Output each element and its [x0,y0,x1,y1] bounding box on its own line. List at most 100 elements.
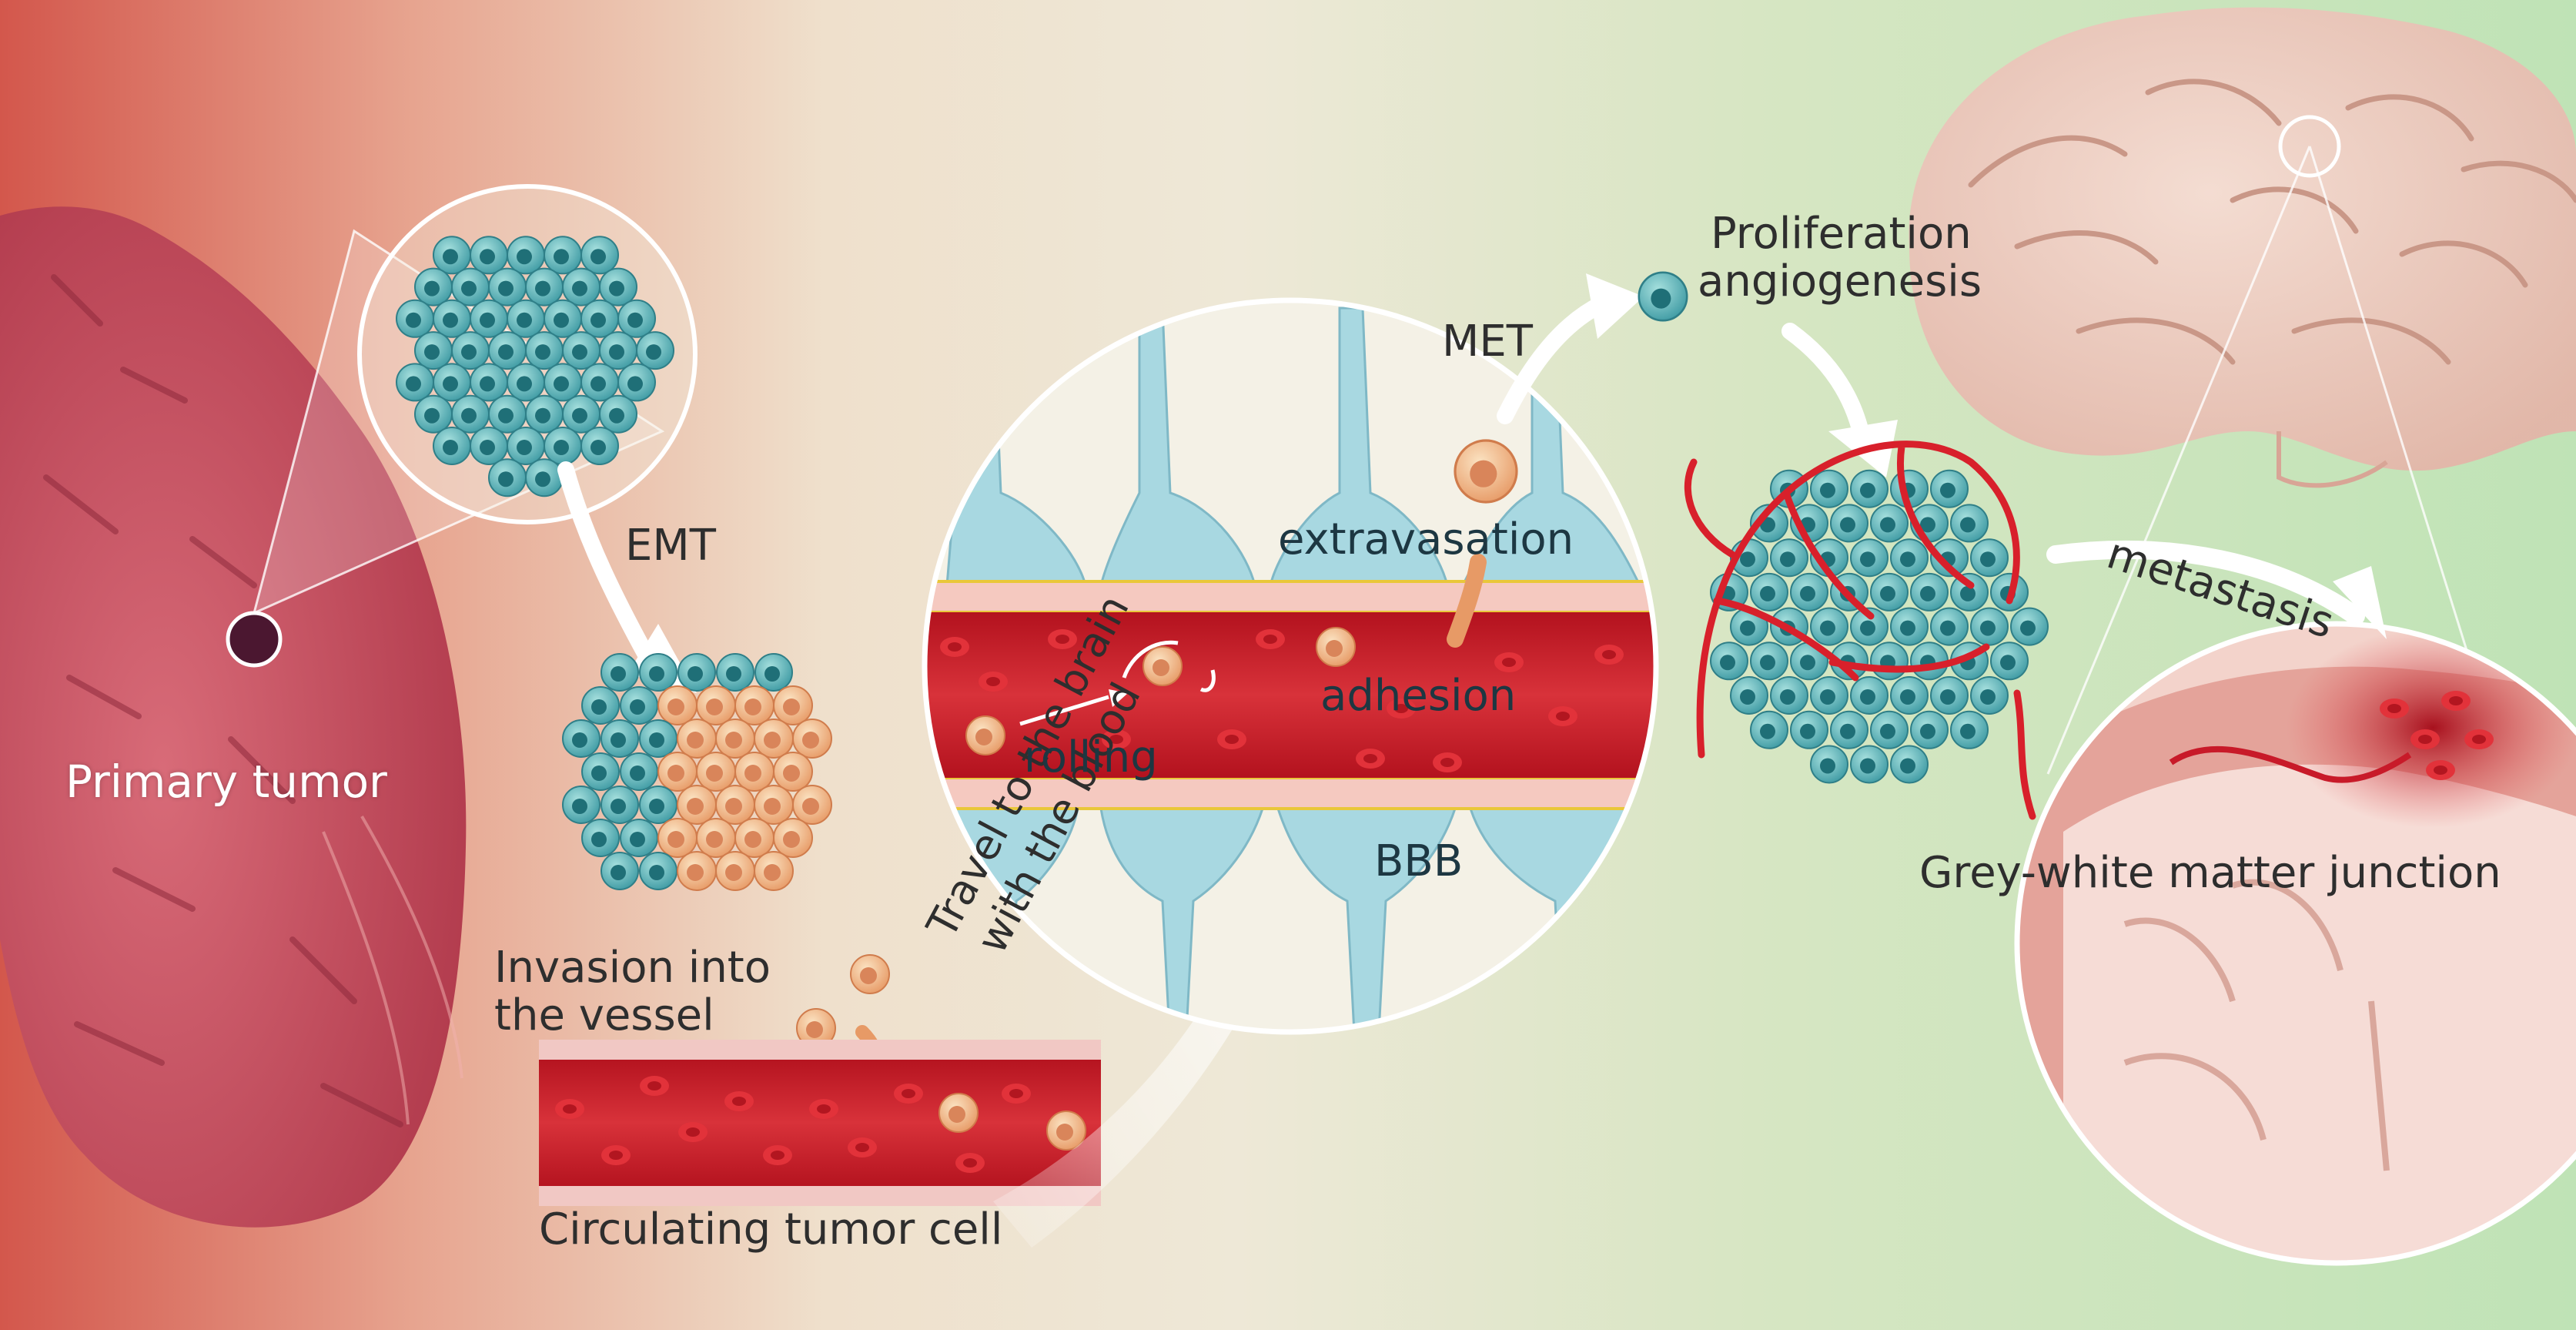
tumor-cell [1810,469,1848,508]
tumor-cell [525,331,564,370]
tumor-cell [1830,504,1868,543]
tumor-cell [1810,676,1848,715]
tumor-cell [488,331,527,370]
tumor-cell [470,236,508,275]
tumor-cell [562,331,601,370]
tumor-cell [773,818,813,858]
tumor-cell [620,686,658,725]
tumor-cell [1770,676,1808,715]
label-invasion-line2: the vessel [494,990,714,1040]
tumor-cell [1850,676,1889,715]
red-blood-cell [2380,699,2409,719]
angiogenesis-cluster [1684,441,2049,820]
tumor-cell [620,752,658,791]
tumor-cell [562,786,601,824]
tumor-cell [562,267,601,307]
label-proliferation-line2: angiogenesis [1698,256,1982,307]
tumor-cell [696,818,736,858]
label-rolling: rolling [1024,732,1158,782]
tumor-cell [414,394,453,434]
tumor-cell [715,785,755,825]
tumor-cell [544,236,582,275]
tumor-cell [601,852,639,890]
tumor-cell [507,236,545,275]
tumor-cell [488,267,527,307]
tumor-cell [525,267,564,307]
red-blood-cell [1256,629,1285,649]
blood-brain-barrier-icon [925,300,1656,1032]
tumor-cell [507,299,545,338]
red-blood-cell [2410,729,2440,749]
tumor-cell [1870,710,1909,749]
red-blood-cell [640,1076,669,1096]
tumor-cell [1830,710,1868,749]
tumor-cell [1790,710,1828,749]
tumor-cell [1930,607,1969,646]
tumor-cell [1950,572,1989,611]
tumor-cell [1910,710,1949,749]
tumor-cell [525,458,564,497]
tumor-cell [773,685,813,725]
label-primary-tumor: Primary tumor [65,755,387,808]
lung-tissue-icon [0,206,467,1228]
tumor-cell [601,719,639,758]
tumor-cell [544,299,582,338]
label-circulating-tumor-cell: Circulating tumor cell [539,1204,1003,1255]
red-blood-cell [1217,729,1246,749]
tumor-cell [562,394,601,434]
tumor-cell [1990,642,2029,681]
tumor-cell [414,267,453,307]
tumor-cell [754,785,794,825]
brain-icon [1909,7,2576,488]
tumor-cell [639,653,677,692]
tumor-cell [507,363,545,402]
tumor-cell [1930,469,1969,508]
red-blood-cell [2426,760,2455,780]
tumor-cell [433,427,471,465]
tumor-cell [562,719,601,758]
red-blood-cell [601,1145,631,1165]
tumor-cell [636,331,674,370]
tumor-cell [1890,676,1929,715]
tumor-cell [754,719,794,759]
tumor-cell [773,752,813,792]
red-blood-cell [1494,652,1524,672]
tumor-cell [544,363,582,402]
tumor-cell [1750,642,1788,681]
red-blood-cell [1002,1084,1031,1104]
tumor-cell [696,752,736,792]
tumor-cell [734,818,774,858]
tumor-cell [677,851,717,891]
tumor-cell [1790,572,1828,611]
tumor-cell [581,752,620,791]
tumor-cell [677,653,716,692]
tumor-cell [1890,607,1929,646]
tumor-cell [2010,607,2049,646]
tumor-cell [580,299,619,338]
tumor-cell [677,719,717,759]
tumor-cell [657,818,698,858]
red-blood-cell [894,1084,923,1104]
red-blood-cell [955,1153,985,1173]
tumor-cell [470,427,508,465]
tumor-cell [1770,538,1808,578]
tumor-cell [599,331,637,370]
label-extravasation: extravasation [1278,514,1574,564]
tumor-cell [601,653,639,692]
tumor-cell [657,752,698,792]
tumor-cell [1850,745,1889,784]
tumor-cell [1850,538,1889,578]
tumor-cell [1870,504,1909,543]
tumor-cell [1810,607,1848,646]
red-blood-cell [1433,752,1462,772]
tumor-cell [1930,676,1969,715]
tumor-cell [414,331,453,370]
tumor-cell [792,719,832,759]
red-blood-cell [2464,729,2494,749]
tumor-cell [715,719,755,759]
tumor-cell [488,458,527,497]
tumor-cell [433,363,471,402]
tumor-cell [451,394,490,434]
